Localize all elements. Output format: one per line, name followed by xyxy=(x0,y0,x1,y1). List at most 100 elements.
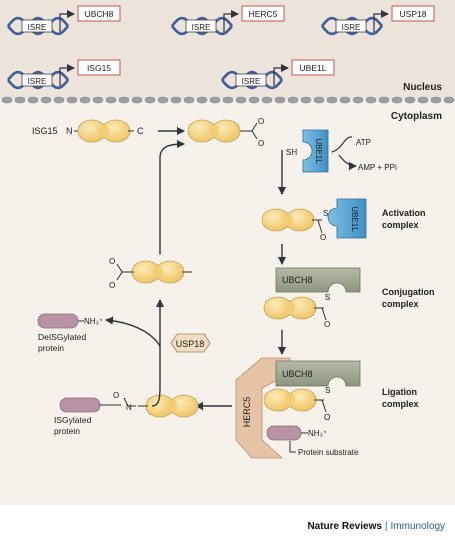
gene-box xyxy=(391,5,435,22)
thiol-label: SH xyxy=(286,148,297,157)
oxygen-label: O xyxy=(258,139,264,148)
promoter-arrow xyxy=(373,10,389,32)
membrane-pore xyxy=(92,96,104,104)
thioester-bond xyxy=(312,219,323,234)
dna-strand xyxy=(221,70,283,90)
membrane-pore xyxy=(274,96,286,104)
amine-label: NH₃⁺ xyxy=(308,429,327,438)
membrane-pore xyxy=(430,96,442,104)
dna-strand xyxy=(221,70,283,90)
isg15-linker xyxy=(99,125,109,137)
atp-in-arc xyxy=(331,136,353,153)
isg15-linker xyxy=(283,214,293,226)
membrane-pore xyxy=(53,96,65,104)
gene-box xyxy=(291,59,335,76)
arrow-deisgylation xyxy=(151,299,164,407)
isg15-n-terminus: N xyxy=(66,126,73,136)
membrane-pore xyxy=(352,96,364,104)
amine-label: NH₃⁺ xyxy=(84,317,103,326)
conjugation-step-label: Conjugation xyxy=(382,287,435,297)
membrane-pore xyxy=(313,96,325,104)
usp18-protease: USP18 xyxy=(170,333,211,353)
atp-label: ATP xyxy=(356,138,371,147)
membrane-pore xyxy=(1,96,13,104)
dna-strand xyxy=(7,70,69,90)
gene-box xyxy=(241,5,285,22)
gene-label: UBCH8 xyxy=(85,9,114,19)
ube1l-label: UBE1L xyxy=(350,206,359,232)
isre-label: ISRE xyxy=(28,23,47,32)
membrane-pore xyxy=(79,96,91,104)
oxygen-label: O xyxy=(324,320,330,329)
ube1l-enzyme: UBE1L xyxy=(302,129,329,173)
deisgylated-protein-label: DeISGylated xyxy=(38,332,86,342)
isre-box xyxy=(335,19,367,33)
cytoplasm-region xyxy=(0,100,455,505)
membrane-pore xyxy=(27,96,39,104)
dna-strand xyxy=(7,16,69,36)
ubch8-enzyme-ligation: UBCH8 xyxy=(275,360,361,387)
membrane-pore xyxy=(14,96,26,104)
oxygen-label: O xyxy=(320,233,326,242)
membrane-pore xyxy=(443,96,455,104)
isre-box xyxy=(21,19,53,33)
usp18-label: USP18 xyxy=(176,339,205,349)
ligation-step-label: Ligation xyxy=(382,387,417,397)
membrane-pore xyxy=(196,96,208,104)
membrane-pore xyxy=(404,96,416,104)
nuclear-membrane xyxy=(1,96,455,104)
nitrogen-label: N xyxy=(126,403,132,412)
membrane-pore xyxy=(209,96,221,104)
membrane-pore xyxy=(144,96,156,104)
oxygen-label: O xyxy=(109,257,115,266)
activation-step-label: Activation xyxy=(382,208,426,218)
ligation-step-label: complex xyxy=(382,399,419,409)
herc5-label: HERC5 xyxy=(242,397,252,428)
publisher-brand: Nature Reviews xyxy=(307,521,382,532)
gene-box xyxy=(77,5,121,22)
deisgylated-protein-label: protein xyxy=(38,343,64,353)
membrane-pore xyxy=(300,96,312,104)
membrane-pore xyxy=(248,96,260,104)
isre-label: ISRE xyxy=(28,77,47,86)
isgylated-protein-label: ISGylated xyxy=(54,415,92,425)
oxygen-label: O xyxy=(109,281,115,290)
membrane-pore xyxy=(235,96,247,104)
credit-separator: | xyxy=(384,521,388,532)
isgylated-protein-label: protein xyxy=(54,426,80,436)
isg15-protein-recycled xyxy=(131,260,185,284)
isg15-protein-free xyxy=(77,119,131,143)
journal-name: Immunology xyxy=(390,521,445,532)
dna-strand xyxy=(171,16,233,36)
isgylated-substrate xyxy=(59,397,101,413)
thioester-bond xyxy=(314,399,327,413)
dna-strand xyxy=(7,16,69,36)
gene-construct: ISRE UBCH8 xyxy=(7,5,121,36)
oxygen-label: O xyxy=(258,117,264,126)
isg15-protein-conjugation xyxy=(263,296,317,320)
isopeptide-bond xyxy=(123,397,148,407)
membrane-pore xyxy=(378,96,390,104)
promoter-arrow xyxy=(273,64,289,86)
membrane-pore xyxy=(183,96,195,104)
ube1l-enzyme-activation: UBE1L xyxy=(327,198,367,239)
arrow-release xyxy=(105,316,161,347)
ube1l-label: UBE1L xyxy=(314,138,323,164)
membrane-pore xyxy=(391,96,403,104)
activation-step-label: complex xyxy=(382,220,419,230)
ubch8-enzyme-conjugation: UBCH8 xyxy=(275,267,361,293)
gene-label: ISG15 xyxy=(87,63,111,73)
membrane-pore xyxy=(157,96,169,104)
carboxyl-group xyxy=(240,122,258,140)
dna-strand xyxy=(321,16,383,36)
isre-box xyxy=(185,19,217,33)
atp-out-arc xyxy=(338,154,357,170)
isg15-free-label: ISG15 xyxy=(32,126,58,136)
amp-label: AMP + PPi xyxy=(358,163,397,172)
dna-strand xyxy=(321,16,383,36)
